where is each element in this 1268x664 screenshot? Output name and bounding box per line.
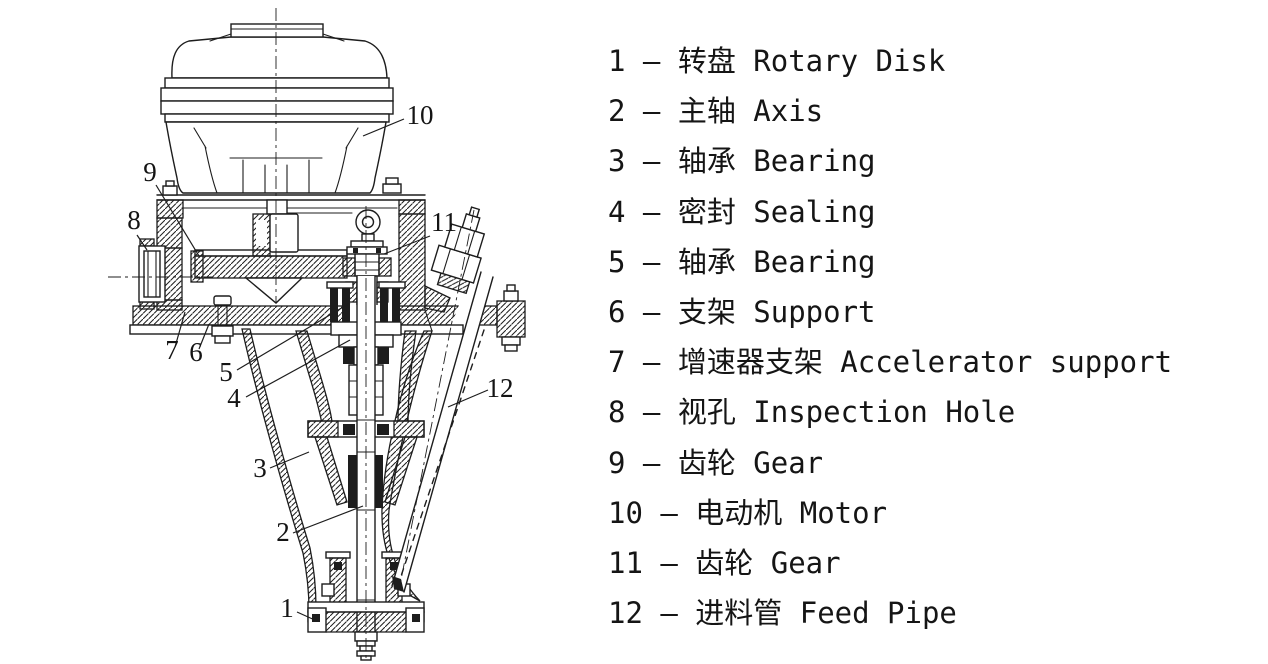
leader-line-9 <box>155 184 200 257</box>
callout-number-3: 3 <box>253 453 267 483</box>
parts-legend: 1 – 转盘 Rotary Disk 2 – 主轴 Axis 3 – 轴承 Bear… <box>608 34 1172 636</box>
inspection-hole <box>138 238 166 310</box>
leader-line-2 <box>292 505 364 534</box>
support-plate <box>129 284 526 352</box>
callout-number-4: 4 <box>227 383 241 413</box>
leader-line-7 <box>174 311 186 348</box>
legend-item-6: 6 – 支架 Support <box>608 295 876 330</box>
leader-line-5 <box>236 302 351 371</box>
leader-line-10 <box>362 118 405 137</box>
leader-line-4 <box>245 339 351 398</box>
callout-number-8: 8 <box>127 205 141 235</box>
leader-line-1 <box>296 611 318 622</box>
legend-item-1: 1 – 转盘 Rotary Disk <box>608 44 946 79</box>
callout-number-6: 6 <box>189 337 203 367</box>
feed-pipe <box>391 206 494 593</box>
gear-9-assembly <box>190 199 348 304</box>
legend-item-12: 12 – 进料管 Feed Pipe <box>608 596 957 631</box>
legend-item-2: 2 – 主轴 Axis <box>608 94 824 129</box>
callout-number-5: 5 <box>219 357 233 387</box>
legend-item-3: 3 – 轴承 Bearing <box>608 144 876 179</box>
legend-item-11: 11 – 齿轮 Gear <box>608 545 841 580</box>
legend-item-10: 10 – 电动机 Motor <box>608 495 888 530</box>
callout-number-9: 9 <box>143 157 157 187</box>
callout-number-7: 7 <box>165 335 179 365</box>
callout-number-11: 11 <box>431 207 457 237</box>
callout-number-12: 12 <box>487 373 514 403</box>
motor-body <box>160 23 394 194</box>
legend-item-9: 9 – 齿轮 Gear <box>608 445 824 480</box>
leader-line-8 <box>136 234 148 251</box>
cone-housing <box>241 328 433 611</box>
legend-item-8: 8 – 视孔 Inspection Hole <box>608 395 1016 430</box>
legend-item-4: 4 – 密封 Sealing <box>608 194 876 229</box>
feed-pipe-fitting <box>430 206 486 295</box>
centerlines <box>108 8 475 660</box>
leader-line-12 <box>447 389 489 408</box>
callout-number-2: 2 <box>276 517 290 547</box>
leader-line-6 <box>198 323 210 350</box>
legend-item-5: 5 – 轴承 Bearing <box>608 244 876 279</box>
leader-line-3 <box>269 451 310 469</box>
leader-line-11 <box>383 235 431 255</box>
callout-number-1: 1 <box>280 593 294 623</box>
callout-number-10: 10 <box>407 100 434 130</box>
legend-item-7: 7 – 增速器支架 Accelerator support <box>608 345 1173 380</box>
gearbox-housing <box>156 177 426 311</box>
